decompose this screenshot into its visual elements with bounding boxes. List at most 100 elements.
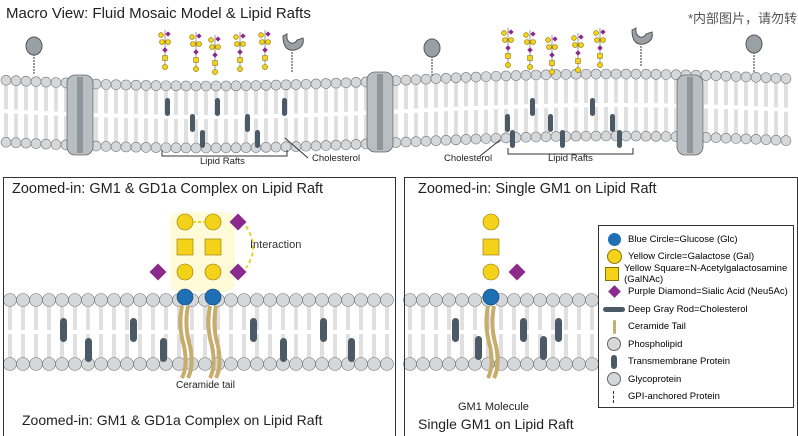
cholesterol-rod: [348, 338, 355, 362]
phospholipid-head: [20, 75, 32, 87]
galactose-circle: [258, 32, 264, 38]
phospholipid-head: [750, 71, 762, 83]
phospholipid-head: [0, 74, 12, 86]
cholesterol-rod: [530, 98, 535, 116]
label-lipid-rafts-left: Lipid Rafts: [200, 156, 245, 167]
galactose-circle: [208, 37, 214, 43]
phospholipid-head: [630, 130, 642, 142]
galactose-circle: [212, 69, 218, 75]
label-ceramide-tail: Ceramide tail: [176, 380, 235, 391]
glycoprotein-icon: [603, 372, 625, 386]
galactose-circle: [158, 32, 164, 38]
phospholipid-head: [10, 75, 22, 87]
phospholipid-head: [110, 141, 122, 152]
galactose-circle: [552, 44, 558, 50]
sialic-diamond: [549, 52, 555, 58]
phospholipid-head: [310, 140, 322, 152]
phospholipid-head: [180, 142, 192, 154]
galactose-circle: [482, 263, 500, 281]
purple-diamond-icon: [603, 285, 625, 298]
phospholipid-head: [260, 142, 272, 153]
galactose-circle: [482, 213, 500, 231]
phospholipid-head: [580, 68, 592, 80]
glycoprotein: [423, 38, 441, 58]
galactose-circle: [578, 42, 584, 48]
phospholipid-head: [720, 132, 732, 144]
galactose-circle: [237, 66, 243, 72]
phospholipid-head: [340, 139, 352, 151]
phospholipid-head: [230, 80, 242, 92]
galactose-circle: [193, 66, 199, 72]
phospholipid-head: [620, 130, 632, 142]
galactose-circle: [159, 39, 165, 45]
legend-label: Glycoprotein: [628, 373, 682, 385]
galnac-square: [193, 57, 199, 63]
phospholipid-head: [420, 135, 432, 147]
protein-channel: [77, 77, 83, 153]
phospholipid-head: [140, 80, 152, 91]
sialic-diamond: [196, 33, 202, 39]
phospholipid-head: [740, 133, 752, 145]
legend-item: Yellow Circle=Galactose (Gal): [599, 249, 754, 265]
phospholipid-head: [480, 71, 492, 82]
cholesterol-rod: [245, 114, 250, 132]
panel-right-title: Zoomed-in: Single GM1 on Lipid Raft: [418, 181, 657, 197]
phospholipid-head: [650, 69, 662, 80]
phospholipid-head: [210, 80, 222, 92]
phospholipid-head: [770, 72, 782, 84]
phospholipid-head: [610, 68, 622, 80]
phospholipid-head: [100, 79, 112, 90]
cholesterol-rod: [250, 318, 257, 342]
phospholipid-head: [280, 141, 292, 153]
phospholipid-head: [0, 136, 12, 148]
galnac-square: [575, 58, 581, 64]
panel-left-title: Zoomed-in: GM1 & GD1a Complex on Lipid R…: [12, 181, 324, 197]
galactose-circle: [572, 42, 578, 48]
phospholipid-head: [40, 138, 52, 150]
phospholipid-head: [520, 131, 532, 143]
phospholipid-head: [310, 78, 322, 90]
phospholipid-head: [270, 141, 282, 153]
phospholipid-head: [710, 132, 722, 144]
phospholipid-head: [460, 72, 472, 83]
galactose-circle: [523, 32, 529, 38]
galactose-circle: [571, 35, 577, 41]
sialic-diamond: [265, 31, 271, 37]
sialic-diamond: [229, 263, 247, 281]
legend-item: Phospholipid: [599, 336, 682, 352]
legend-label: Purple Diamond=Sialic Acid (Neu5Ac): [628, 286, 788, 297]
phospholipid-head: [550, 131, 562, 142]
phospholipid-head: [590, 130, 602, 142]
phospholipid-head: [580, 130, 592, 142]
phospholipid-head: [120, 79, 132, 91]
yellow-square-icon: [603, 267, 621, 281]
panel-right-caption: Single GM1 on Lipid Raft: [418, 416, 574, 432]
gpi-anchored-protein: [631, 27, 653, 45]
phospholipid-head: [590, 68, 602, 80]
sialic-diamond: [597, 45, 603, 51]
phospholipid-head: [210, 142, 222, 154]
phospholipid-head: [120, 141, 132, 153]
phospholipid-head: [420, 73, 432, 85]
cholesterol-rod: [520, 318, 527, 342]
legend: Blue Circle=Glucose (Glc) Yellow Circle=G…: [598, 225, 794, 408]
galactose-circle: [162, 64, 168, 70]
galnac-square: [262, 55, 268, 61]
phospholipid-head: [660, 69, 672, 80]
ceramide-tail: [484, 305, 494, 379]
pointer-cholesterol-right: [479, 139, 501, 157]
phospholipid-head: [650, 131, 662, 142]
phospholipid-head: [450, 134, 462, 146]
cholesterol-rod: [540, 336, 547, 360]
phospholipid-head: [410, 136, 422, 147]
phospholipid-head: [460, 134, 472, 145]
phospholipid-head: [240, 80, 252, 91]
panel-gm1-gd1a: [3, 177, 396, 436]
cholesterol-rod: [452, 318, 459, 342]
cholesterol-rod: [555, 318, 562, 342]
cholesterol-rod: [85, 338, 92, 362]
protein-channel: [377, 74, 383, 150]
legend-item: Blue Circle=Glucose (Glc): [599, 231, 738, 247]
sialic-diamond: [237, 49, 243, 55]
